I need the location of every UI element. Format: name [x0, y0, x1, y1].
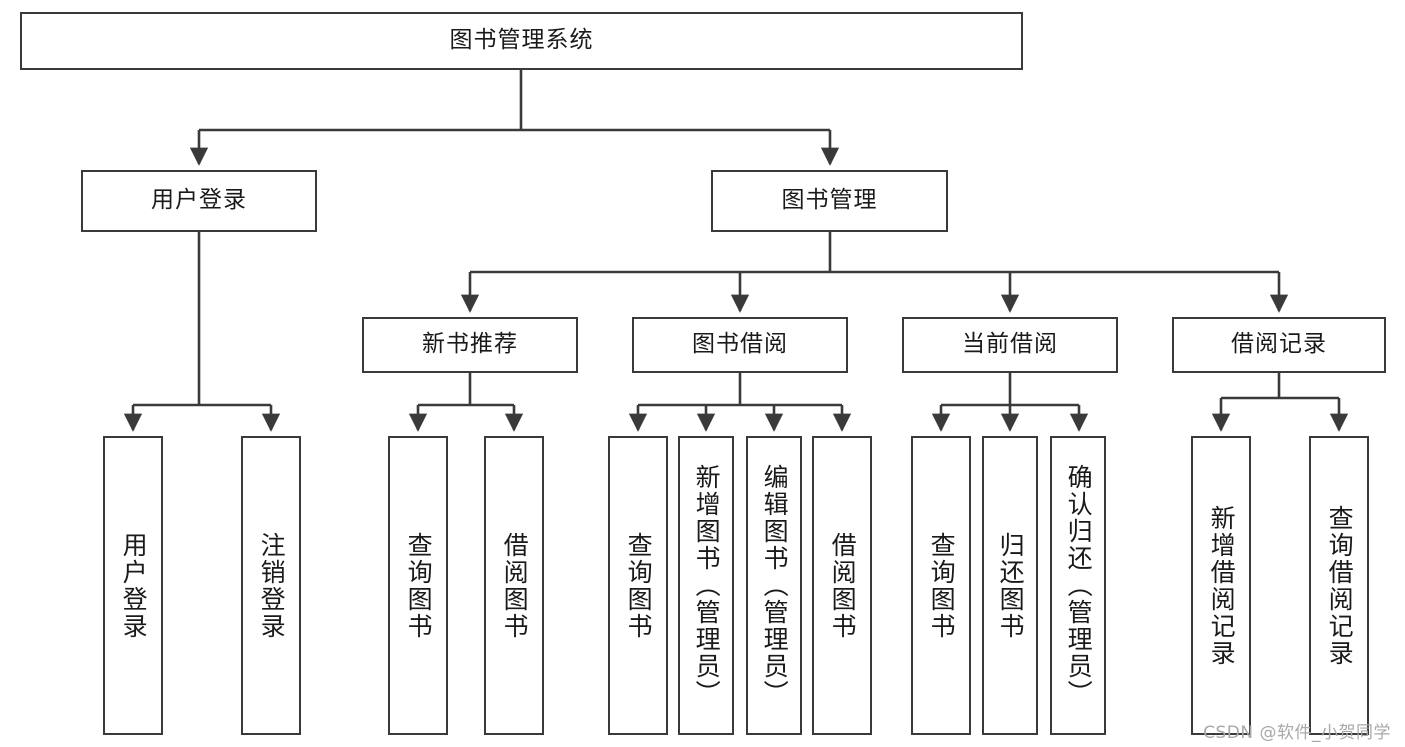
leaf-borrow-record-add[interactable]: 新增借阅记录	[1191, 436, 1251, 735]
node-user-login[interactable]: 用户登录	[81, 170, 317, 232]
node-user-login-label: 用户登录	[151, 187, 247, 214]
node-new-book-recommend[interactable]: 新书推荐	[362, 317, 578, 373]
node-book-borrow[interactable]: 图书借阅	[632, 317, 848, 373]
leaf-label: 归还图书	[996, 531, 1026, 640]
node-book-borrow-label: 图书借阅	[692, 331, 788, 358]
node-borrow-record[interactable]: 借阅记录	[1172, 317, 1386, 373]
leaf-label: 借阅图书	[500, 531, 530, 640]
leaf-book-borrow-query[interactable]: 查询图书	[608, 436, 668, 735]
leaf-current-borrow-confirm[interactable]: 确认归还（管理员）	[1050, 436, 1106, 735]
node-root-system[interactable]: 图书管理系统	[20, 12, 1023, 70]
leaf-borrow-record-query[interactable]: 查询借阅记录	[1309, 436, 1369, 735]
leaf-label: 用户登录	[119, 531, 149, 640]
node-root-system-label: 图书管理系统	[449, 27, 594, 54]
leaf-current-borrow-query[interactable]: 查询图书	[911, 436, 971, 735]
leaf-label: 注销登录	[257, 531, 287, 640]
node-current-borrow[interactable]: 当前借阅	[902, 317, 1118, 373]
leaf-label: 查询图书	[404, 531, 434, 640]
node-book-manage-label: 图书管理	[781, 187, 878, 214]
node-new-book-recommend-label: 新书推荐	[422, 331, 518, 358]
leaf-label: 新增图书（管理员）	[692, 464, 722, 707]
leaf-new-book-query[interactable]: 查询图书	[388, 436, 448, 735]
leaf-label: 确认归还（管理员）	[1064, 464, 1094, 707]
csdn-watermark: CSDN @软件_小贺同学	[1203, 723, 1391, 743]
leaf-current-borrow-return[interactable]: 归还图书	[982, 436, 1038, 735]
leaf-new-book-borrow[interactable]: 借阅图书	[484, 436, 544, 735]
leaf-book-borrow-edit[interactable]: 编辑图书（管理员）	[746, 436, 802, 735]
leaf-label: 新增借阅记录	[1207, 504, 1237, 667]
leaf-label: 查询图书	[927, 531, 957, 640]
leaf-label: 查询图书	[624, 531, 654, 640]
leaf-user-login-logout[interactable]: 注销登录	[241, 436, 301, 735]
node-borrow-record-label: 借阅记录	[1231, 331, 1327, 358]
leaf-book-borrow-add[interactable]: 新增图书（管理员）	[678, 436, 734, 735]
node-book-manage[interactable]: 图书管理	[711, 170, 948, 232]
node-current-borrow-label: 当前借阅	[962, 331, 1058, 358]
leaf-label: 查询借阅记录	[1325, 504, 1355, 667]
leaf-book-borrow-borrow[interactable]: 借阅图书	[812, 436, 872, 735]
leaf-user-login-login[interactable]: 用户登录	[103, 436, 163, 735]
leaf-label: 借阅图书	[828, 531, 858, 640]
leaf-label: 编辑图书（管理员）	[760, 464, 790, 707]
